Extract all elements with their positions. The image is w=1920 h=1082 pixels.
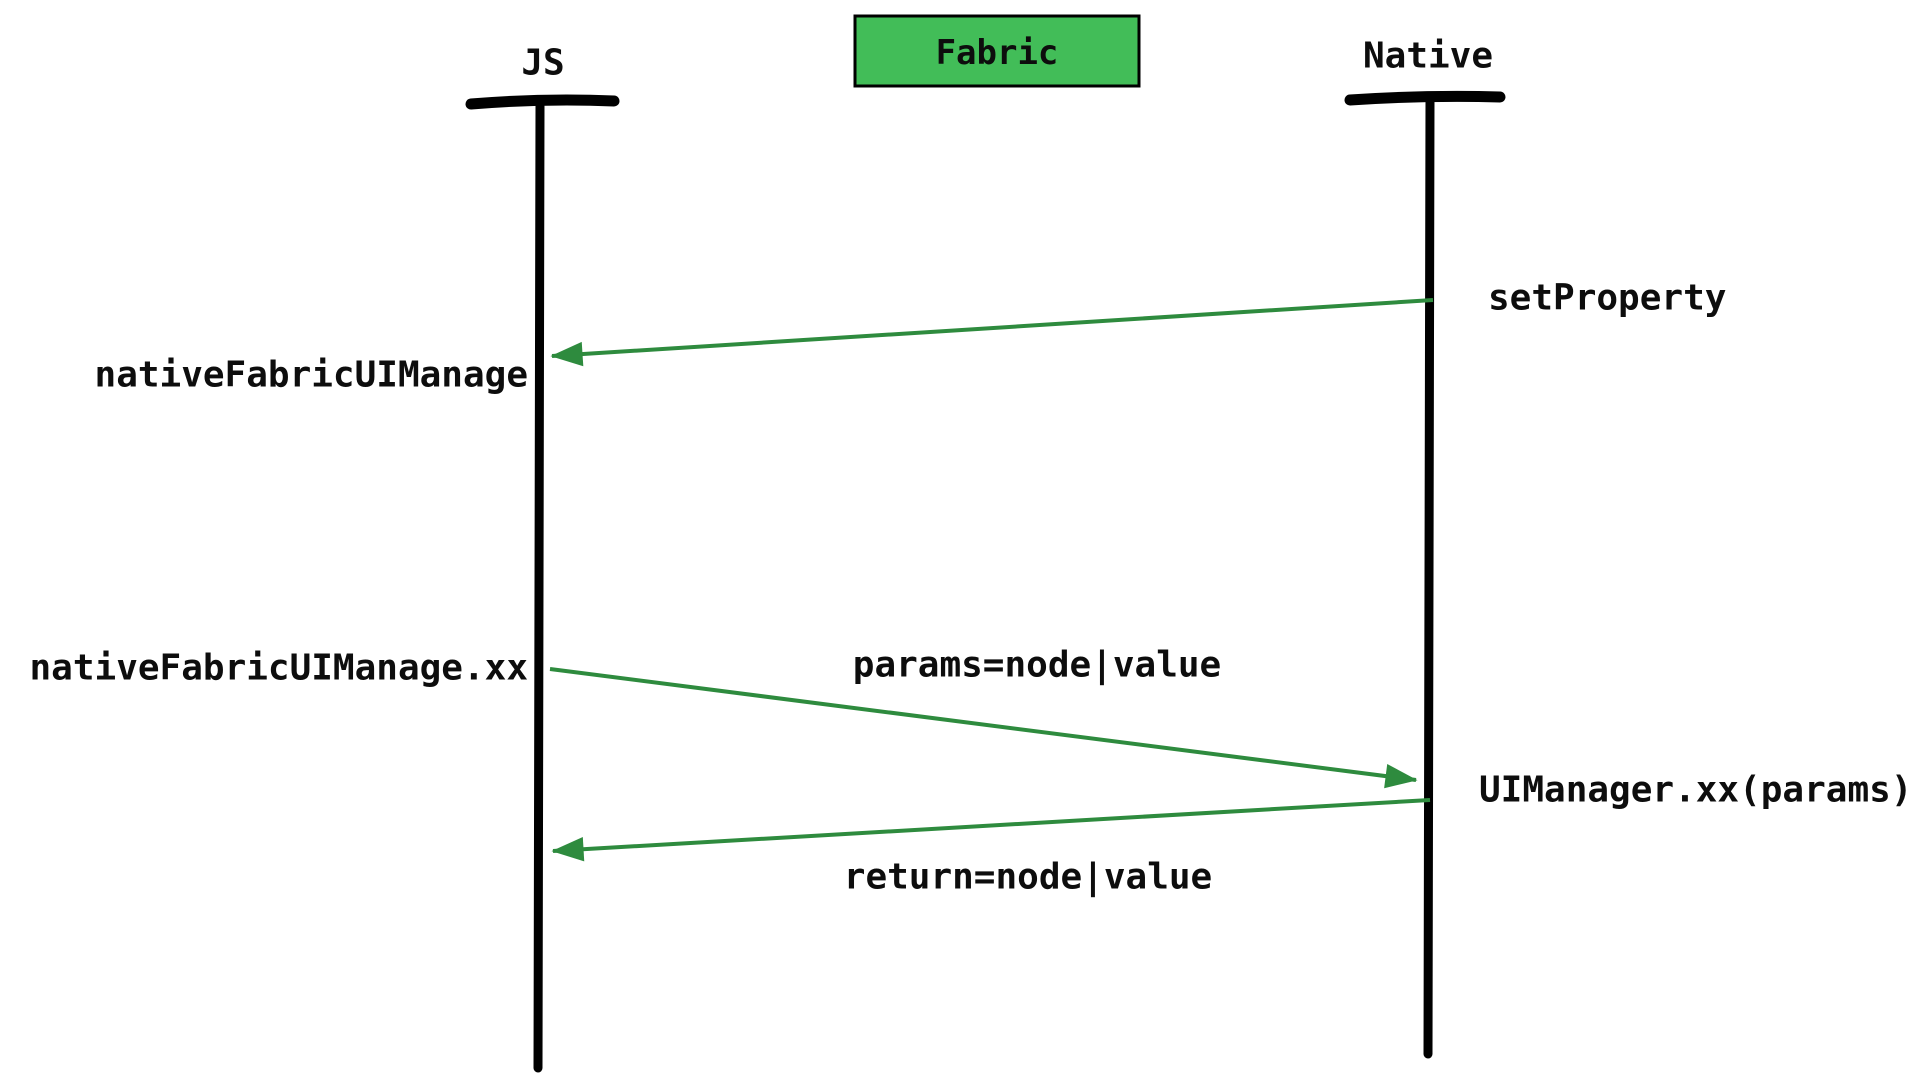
message-set-property-target-label: nativeFabricUIManage: [95, 355, 528, 396]
title-box-rect: [853, 14, 1141, 88]
actor-native-label: Native: [1363, 36, 1493, 77]
actor-native: Native: [1344, 36, 1506, 1059]
message-set-property-arrow: [550, 298, 1434, 367]
message-set-property: setProperty nativeFabricUIManage: [95, 278, 1727, 396]
message-call: nativeFabricUIManage.xx params=node|valu…: [30, 645, 1913, 811]
actor-js: JS: [465, 43, 620, 1073]
message-return: return=node|value: [551, 798, 1431, 898]
message-call-source-label: nativeFabricUIManage.xx: [30, 648, 529, 689]
actor-native-lifeline: [1423, 95, 1435, 1059]
message-call-args-label: params=node|value: [853, 645, 1221, 686]
message-call-arrow: [549, 667, 1418, 789]
title-box: Fabric: [853, 14, 1141, 88]
actor-js-head-bar: [465, 94, 620, 110]
actor-js-label: JS: [521, 43, 564, 84]
actor-js-lifeline: [533, 101, 545, 1073]
message-set-property-source-label: setProperty: [1488, 278, 1726, 319]
actor-native-head-bar: [1344, 90, 1506, 106]
message-return-arrow: [551, 798, 1431, 862]
title-box-label: Fabric: [936, 33, 1059, 73]
message-return-args-label: return=node|value: [844, 857, 1212, 898]
message-call-target-label: UIManager.xx(params): [1479, 770, 1912, 811]
